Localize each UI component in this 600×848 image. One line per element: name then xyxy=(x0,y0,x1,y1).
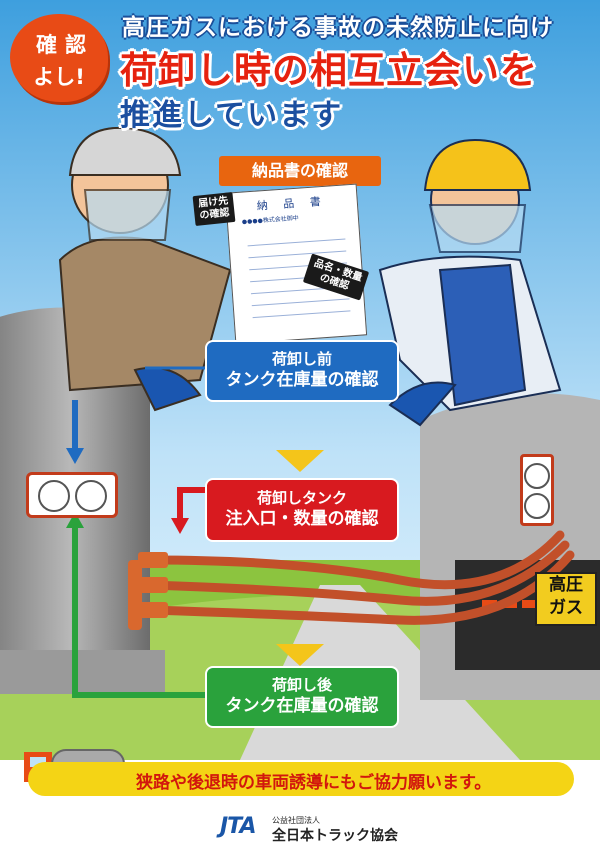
gauge-icon xyxy=(524,493,550,519)
worker-left xyxy=(58,126,232,412)
hp-line2: ガス xyxy=(549,598,583,618)
step2-line1: 荷卸しタンク xyxy=(256,489,347,507)
callout-destination: 届け先 の確認 xyxy=(192,191,236,227)
step-unloading-tank: 荷卸しタンク 注入口・数量の確認 xyxy=(205,478,399,542)
header-title: 荷卸し時の相互立会いを xyxy=(120,49,538,92)
gauge-icon xyxy=(38,480,70,512)
gauge-icon xyxy=(75,480,107,512)
step2-line2: 注入口・数量の確認 xyxy=(225,509,379,529)
high-pressure-gas-sign: 高圧 ガス xyxy=(535,572,597,626)
worker-right xyxy=(378,138,562,427)
notice-banner-text: 狭路や後退時の車両誘導にもご協力願います。 xyxy=(136,773,492,793)
gauge-icon xyxy=(524,463,550,489)
badge-line2: よし! xyxy=(33,65,85,89)
step3-line1: 荷卸し後 xyxy=(271,676,332,694)
step1-line2: タンク在庫量の確認 xyxy=(225,370,379,390)
header-subtitle: 高圧ガスにおける事故の未然防止に向け xyxy=(122,15,554,41)
document-check-label: 納品書の確認 xyxy=(219,156,381,186)
step3-line2: タンク在庫量の確認 xyxy=(225,696,379,716)
hp-line1: 高圧 xyxy=(549,575,583,595)
flow-arrows xyxy=(72,366,210,698)
confirmation-badge: 確認 よし! xyxy=(10,14,108,102)
badge-line1: 確認 xyxy=(36,33,94,57)
tank-gauges xyxy=(26,472,118,518)
header-title-line2: 推進しています xyxy=(120,98,344,133)
step-after-unloading: 荷卸し後 タンク在庫量の確認 xyxy=(205,666,399,728)
jta-logo: JTA xyxy=(220,814,257,839)
callout-destination-line2: の確認 xyxy=(199,207,231,222)
footer-org-name: 全日本トラック協会 xyxy=(272,828,398,844)
step1-line1: 荷卸し前 xyxy=(271,350,332,368)
truck-gauges xyxy=(520,454,554,526)
notice-banner: 狭路や後退時の車両誘導にもご協力願います。 xyxy=(28,762,574,796)
footer-org-type: 公益社団法人 xyxy=(272,816,320,825)
hoses xyxy=(145,530,575,625)
delivery-slip-title: 納 品 書 xyxy=(256,194,328,213)
step-before-unloading: 荷卸し前 タンク在庫量の確認 xyxy=(205,340,399,402)
delivery-slip-company: ●●●●株式会社御中 xyxy=(241,214,300,226)
